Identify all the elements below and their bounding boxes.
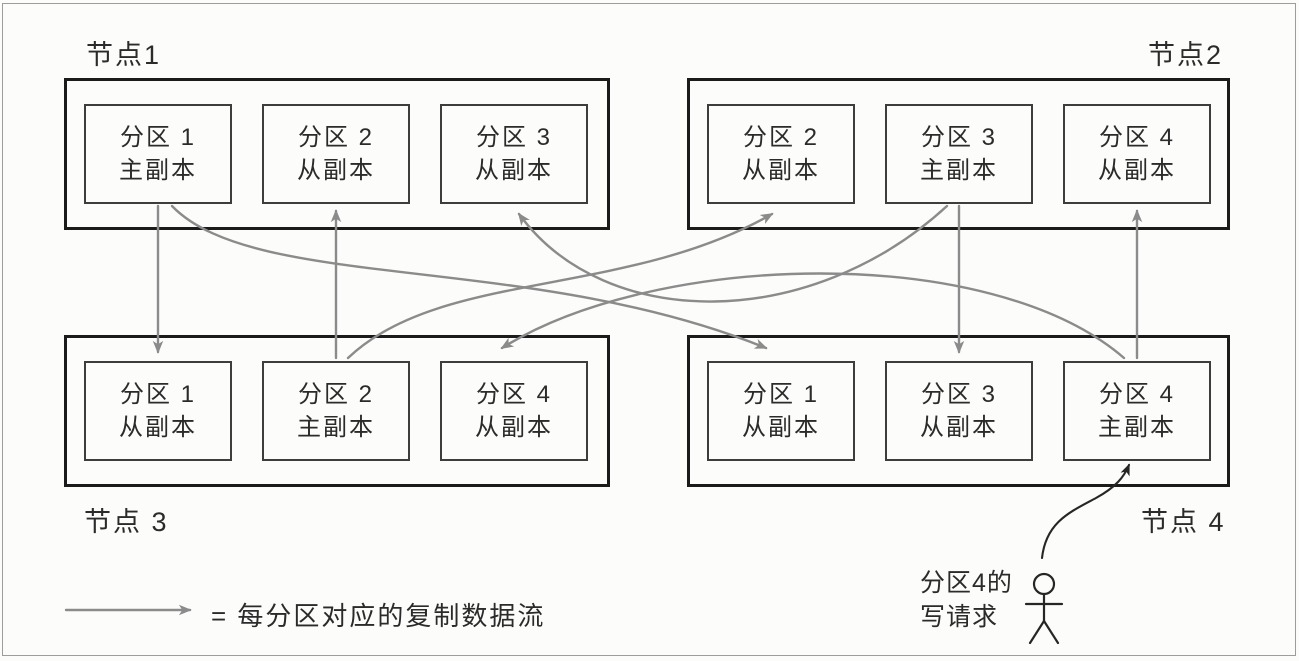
node1-partition1-leader-box: 分区 1 主副本: [84, 104, 232, 204]
legend-text: = 每分区对应的复制数据流: [211, 601, 546, 631]
node3-partition1-follower-box: 分区 1 从副本: [84, 361, 232, 461]
node2-label: 节点2: [1148, 40, 1224, 70]
replica-role: 从副本: [297, 157, 375, 184]
partition-id: 分区 2: [742, 124, 819, 151]
replica-role: 从副本: [742, 414, 820, 441]
replica-role: 从副本: [475, 157, 553, 184]
replica-role: 主副本: [119, 157, 197, 184]
partition-id: 分区 1: [119, 124, 196, 151]
node4-partition3-follower-box: 分区 3 从副本: [885, 361, 1033, 461]
replica-role: 主副本: [1098, 414, 1176, 441]
node4-box: 分区 1 从副本 分区 3 从副本 分区 4 主副本: [687, 335, 1230, 487]
node2-partition2-follower-box: 分区 2 从副本: [707, 104, 855, 204]
partition-id: 分区 1: [742, 381, 819, 408]
write-request-label: 分区4的 写请求: [920, 566, 1013, 634]
node2-box: 分区 2 从副本 分区 3 主副本 分区 4 从副本: [687, 78, 1230, 230]
node1-box: 分区 1 主副本 分区 2 从副本 分区 3 从副本: [64, 78, 610, 230]
partition-id: 分区 2: [297, 381, 374, 408]
node3-partition4-follower-box: 分区 4 从副本: [440, 361, 588, 461]
person-icon: [1024, 572, 1064, 645]
partition-id: 分区 4: [1098, 124, 1175, 151]
replica-role: 主副本: [297, 414, 375, 441]
replica-role: 从副本: [1098, 157, 1176, 184]
partition-id: 分区 1: [119, 381, 196, 408]
replica-role: 主副本: [920, 157, 998, 184]
node3-box: 分区 1 从副本 分区 2 主副本 分区 4 从副本: [64, 335, 610, 487]
node2-partition3-leader-box: 分区 3 主副本: [885, 104, 1033, 204]
partition-id: 分区 4: [475, 381, 552, 408]
replica-role: 从副本: [920, 414, 998, 441]
node1-partition2-follower-box: 分区 2 从副本: [262, 104, 410, 204]
partition-id: 分区 2: [297, 124, 374, 151]
partition-id: 分区 3: [475, 124, 552, 151]
node1-partition3-follower-box: 分区 3 从副本: [440, 104, 588, 204]
partition-id: 分区 4: [1098, 381, 1175, 408]
write-request-line2: 写请求: [920, 603, 999, 631]
partition-id: 分区 3: [920, 381, 997, 408]
node4-label: 节点 4: [1141, 507, 1226, 537]
node2-partition4-follower-box: 分区 4 从副本: [1063, 104, 1211, 204]
replica-role: 从副本: [475, 414, 553, 441]
node4-partition4-leader-box: 分区 4 主副本: [1063, 361, 1211, 461]
node1-label: 节点1: [86, 40, 162, 70]
replica-role: 从副本: [119, 414, 197, 441]
replica-role: 从副本: [742, 157, 820, 184]
partition-id: 分区 3: [920, 124, 997, 151]
node4-partition1-follower-box: 分区 1 从副本: [707, 361, 855, 461]
node3-partition2-leader-box: 分区 2 主副本: [262, 361, 410, 461]
node3-label: 节点 3: [84, 507, 169, 537]
write-request-line1: 分区4的: [920, 569, 1013, 597]
